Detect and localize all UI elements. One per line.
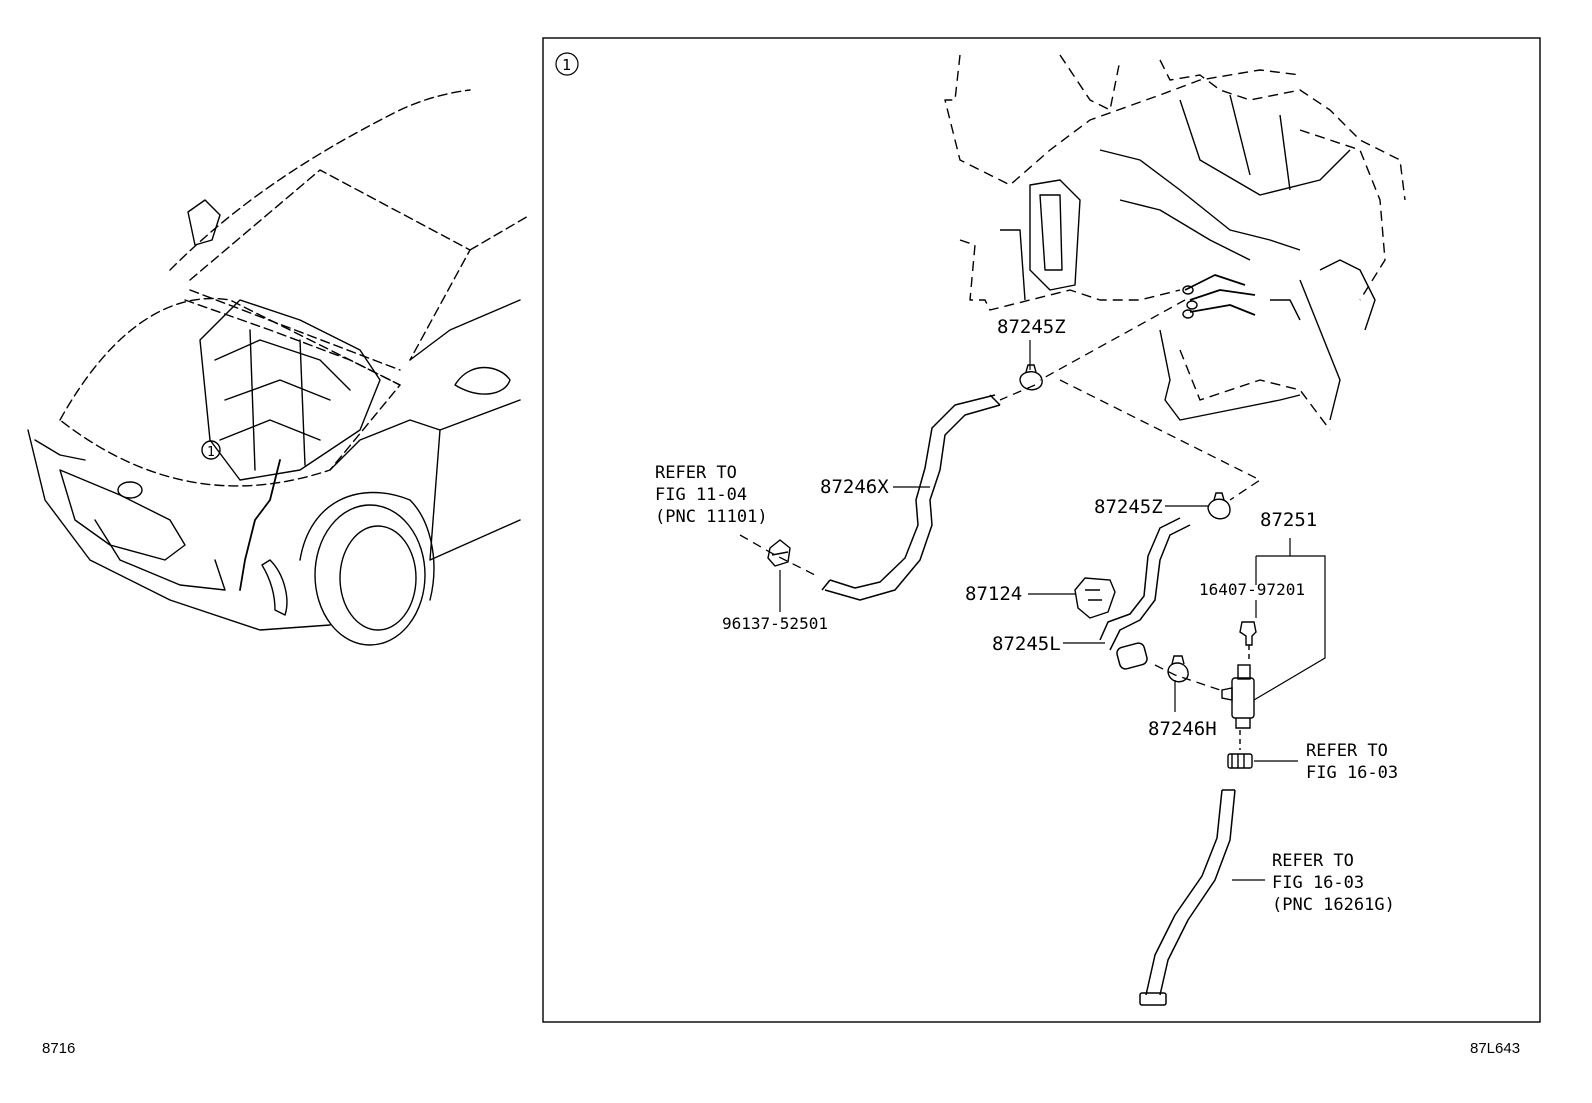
fog-lamp bbox=[261, 559, 288, 616]
ref-fig-1603b-line3: (PNC 16261G) bbox=[1272, 895, 1395, 915]
front-fender bbox=[329, 399, 521, 471]
ref-fig-1104-line1: REFER TO bbox=[655, 463, 737, 483]
hose-87245l bbox=[1099, 517, 1191, 670]
vehicle-overview bbox=[27, 89, 531, 646]
clamp-87245z-upper bbox=[1019, 364, 1043, 391]
heater-pipes bbox=[1184, 274, 1256, 316]
leader-lines bbox=[779, 340, 1326, 881]
vehicle-hood bbox=[59, 297, 401, 487]
heater-hose-route bbox=[239, 459, 281, 591]
detail-marker: 1 bbox=[562, 56, 571, 74]
wheel-arch bbox=[299, 491, 435, 601]
callout-87245z-upper: 87245Z bbox=[997, 316, 1066, 338]
front-bumper bbox=[27, 429, 331, 631]
clamp-87246h bbox=[1167, 655, 1189, 683]
door-line bbox=[429, 429, 521, 561]
headlamp-left bbox=[34, 439, 86, 461]
hose-87246x bbox=[821, 394, 1001, 601]
door-mirror-right bbox=[454, 366, 511, 395]
valve-87251 bbox=[1221, 664, 1255, 729]
engine-block-detail bbox=[214, 329, 351, 471]
callout-87245z-lower: 87245Z bbox=[1094, 496, 1163, 518]
callout-96137-52501: 96137-52501 bbox=[722, 614, 828, 633]
wiper-cowl bbox=[184, 289, 401, 386]
front-grille-lower bbox=[94, 519, 226, 591]
ref-fig-1603a-line2: FIG 16-03 bbox=[1306, 763, 1398, 783]
callout-87245l: 87245L bbox=[992, 633, 1061, 655]
vehicle-a-pillar bbox=[469, 214, 531, 251]
front-wheel-inner bbox=[339, 525, 417, 631]
heater-unit-ghost bbox=[944, 54, 1406, 431]
ref-fig-1603b-line2: FIG 16-03 bbox=[1272, 873, 1364, 893]
detail-frame bbox=[542, 37, 1541, 1023]
vehicle-detail-marker: 1 bbox=[207, 445, 215, 460]
callout-87251: 87251 bbox=[1260, 509, 1317, 531]
callout-16407-97201: 16407-97201 bbox=[1199, 580, 1305, 599]
figure-code: 8716 bbox=[42, 1040, 76, 1057]
front-emblem bbox=[117, 481, 143, 499]
illustration-code: 87L643 bbox=[1470, 1040, 1521, 1057]
callout-87124: 87124 bbox=[965, 583, 1022, 605]
vehicle-roof-line bbox=[169, 89, 471, 271]
bleeder-plug-16407 bbox=[1239, 621, 1257, 660]
front-grille-upper bbox=[59, 469, 186, 561]
callout-87246x: 87246X bbox=[820, 476, 889, 498]
side-mirror bbox=[187, 199, 221, 246]
detail-marker-circle bbox=[555, 52, 579, 76]
engine-compartment bbox=[199, 299, 381, 481]
ref-fig-1104-line2: FIG 11-04 bbox=[655, 485, 747, 505]
side-window bbox=[409, 299, 521, 361]
clamp-87245z-lower bbox=[1207, 492, 1231, 520]
hose-fitting bbox=[1227, 730, 1253, 769]
ref-fig-1603a-line1: REFER TO bbox=[1306, 741, 1388, 761]
hose-lower bbox=[1139, 789, 1236, 1006]
vehicle-windshield bbox=[189, 169, 471, 361]
ref-fig-1104-line3: (PNC 11101) bbox=[655, 507, 768, 527]
clamp-96137 bbox=[767, 539, 791, 567]
routing-dashes bbox=[739, 299, 1262, 691]
bracket-87124 bbox=[1074, 577, 1116, 619]
callout-87246h: 87246H bbox=[1148, 718, 1217, 740]
vehicle-detail-marker-circle bbox=[201, 440, 221, 460]
front-wheel-outer bbox=[314, 504, 426, 646]
ref-fig-1603b-line1: REFER TO bbox=[1272, 851, 1354, 871]
